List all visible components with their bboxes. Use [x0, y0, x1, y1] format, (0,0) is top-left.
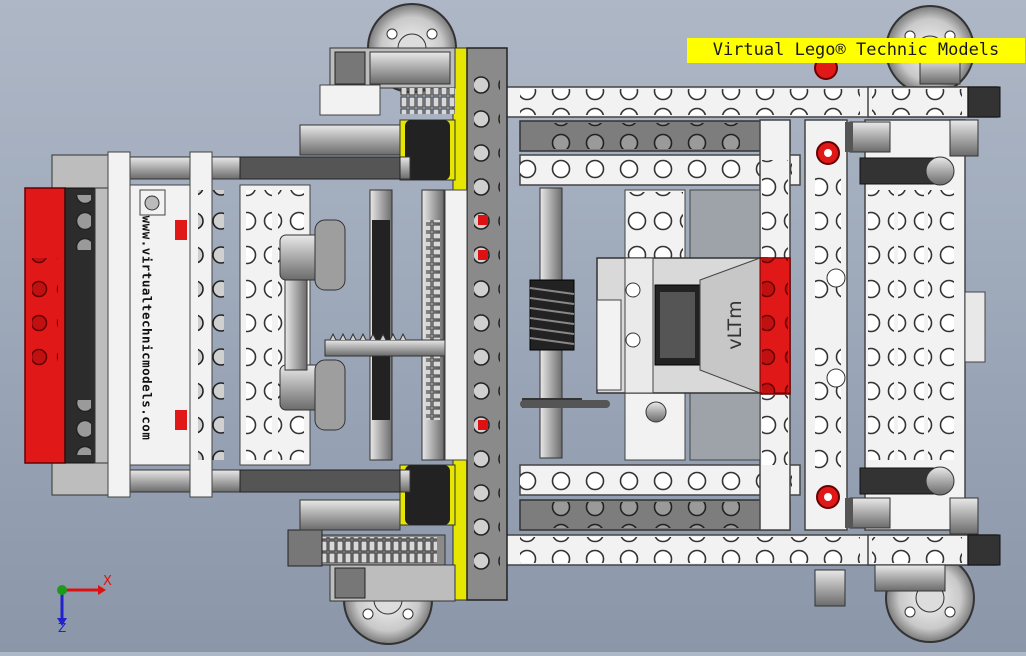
- title-banner: Virtual Lego® Technic Models: [687, 38, 1025, 63]
- gear-icon: [520, 279, 667, 423]
- panel-label: vLTm: [715, 290, 755, 360]
- axis-x-label: X: [103, 574, 112, 589]
- axis-triad-icon: [57, 585, 106, 626]
- frame-label: www.virtualtechnicmodels.com: [132, 216, 162, 441]
- motor-cylinder: [405, 465, 450, 525]
- frame-bar-left: [107, 151, 131, 498]
- panel-label-text: vLTm: [724, 300, 746, 350]
- axis-z-label: Z: [58, 621, 67, 635]
- frame-label-text: www.virtualtechnicmodels.com: [139, 215, 155, 441]
- gear-icon: [279, 219, 446, 431]
- central-motor-panel: [596, 257, 846, 394]
- motor-cylinder: [405, 120, 450, 180]
- gear-icon: [814, 56, 979, 607]
